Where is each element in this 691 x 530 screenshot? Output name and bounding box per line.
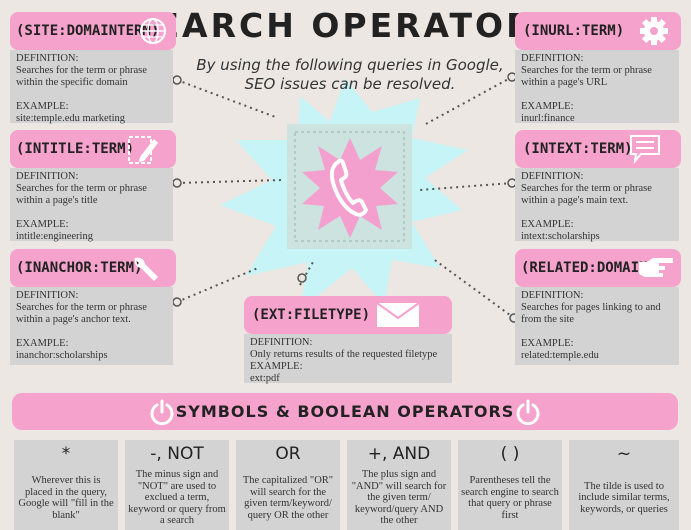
operator-symbol: ( ) [500,444,520,464]
operator-description: The minus sign and "NOT" are used to exc… [128,469,226,527]
card-site-header: (SITE:DOMAINTERM) [10,12,176,50]
example-label: EXAMPLE: [250,361,303,372]
definition-text: Searches for the term or phrase within a… [16,302,147,325]
globe-icon [140,18,166,44]
definition-label: DEFINITION: [521,290,584,301]
card-related-body: DEFINITION: Searches for pages linking t… [515,287,679,365]
card-site-body: DEFINITION: Searches for the term or phr… [10,50,173,124]
power-icon [516,399,540,426]
card-title: (SITE:DOMAINTERM) [16,23,160,39]
card-title: (INURL:TERM) [523,23,625,39]
example-label: EXAMPLE: [521,338,574,349]
example-text: ext:pdf [250,373,280,384]
wrench-icon [134,257,158,281]
card-inurl-header: (INURL:TERM) [515,12,681,50]
card-title: (INANCHOR:TERM) [16,260,143,276]
definition-text: Only returns results of the requested fi… [250,349,438,360]
operator-description: The plus sign and "AND" will search for … [351,469,447,527]
card-inanchor-header: (INANCHOR:TERM) [10,249,176,287]
example-text: inurl:finance [521,113,575,124]
operator-description: Parentheses tell the search engine to se… [461,475,559,521]
definition-text: Searches for the term or phrase within a… [521,183,652,206]
card-inurl-body: DEFINITION: Searches for the term or phr… [515,50,679,124]
phone-icon [329,158,368,217]
definition-label: DEFINITION: [16,171,79,182]
operator-parentheses: ( ) Parentheses tell the search engine t… [458,440,562,530]
operator-or: OR The capitalized "OR" will search for … [236,440,340,530]
gear-icon [640,17,668,45]
example-text: inanchor:scholarships [16,350,108,361]
operator-description: Wherever this is placed in the query, Go… [18,475,114,521]
card-intext-body: DEFINITION: Searches for the term or phr… [515,168,679,242]
definition-label: DEFINITION: [16,290,79,301]
operator-symbol: OR [275,444,301,464]
definition-label: DEFINITION: [16,53,79,64]
connector-lines [176,76,515,319]
envelope-icon [376,302,420,327]
chat-icon [630,135,660,165]
boolean-title: SYMBOLS & BOOLEAN OPERATORS [175,402,515,421]
definition-text: Searches for the term or phrase within a… [521,65,652,88]
pencil-icon [128,136,158,164]
definition-text: Searches for the term or phrase within a… [16,183,147,206]
operator-symbol: ~ [616,444,632,464]
example-label: EXAMPLE: [16,338,69,349]
example-label: EXAMPLE: [521,219,574,230]
card-title: (EXT:FILETYPE) [252,307,371,323]
operator-and: +, AND The plus sign and "AND" will sear… [347,440,451,530]
operator-symbol: +, AND [367,444,431,464]
pointing-hand-icon [639,258,673,277]
card-inanchor-body: DEFINITION: Searches for the term or phr… [10,287,173,365]
example-label: EXAMPLE: [16,219,69,230]
card-ext-body: DEFINITION: Only returns results of the … [244,334,452,384]
card-related-header: (RELATED:DOMAIN) [515,249,681,287]
card-title: (INTEXT:TERM) [523,141,633,157]
operator-wildcard: * Wherever this is placed in the query, … [14,440,118,530]
definition-label: DEFINITION: [250,337,313,348]
definition-label: DEFINITION: [521,53,584,64]
card-intitle-body: DEFINITION: Searches for the term or phr… [10,168,173,242]
card-intitle-header: (INTITLE:TERM) [10,130,176,168]
example-label: EXAMPLE: [521,101,574,112]
operator-symbol: -, NOT [150,444,204,464]
card-title: (RELATED:DOMAIN) [521,260,656,276]
card-title: (INTITLE:TERM) [16,141,135,157]
boolean-header-bar: SYMBOLS & BOOLEAN OPERATORS [12,393,678,430]
definition-text: Searches for the term or phrase within t… [16,65,147,88]
center-burst [302,138,398,238]
example-text: intext:scholarships [521,231,600,242]
page-subtitle: By using the following queries in Google… [196,56,504,93]
card-ext-header: (EXT:FILETYPE) [244,296,452,334]
example-text: site:temple.edu marketing [16,113,126,124]
example-text: related:temple.edu [521,350,599,361]
example-label: EXAMPLE: [16,101,69,112]
operator-description: The tilde is used to include similar ter… [578,480,670,515]
definition-text: Searches for pages linking to and from t… [521,302,661,325]
power-icon [150,399,174,426]
operator-description: The capitalized "OR" will search for the… [242,475,334,521]
operator-not: -, NOT The minus sign and "NOT" are used… [125,440,229,530]
operator-tilde: ~ The tilde is used to include similar t… [569,440,679,530]
page-title: SEARCH OPERATORS [129,6,562,45]
card-intext-header: (INTEXT:TERM) [515,130,681,168]
operator-symbol: * [61,444,71,464]
example-text: intitle:engineering [16,231,93,242]
definition-label: DEFINITION: [521,171,584,182]
